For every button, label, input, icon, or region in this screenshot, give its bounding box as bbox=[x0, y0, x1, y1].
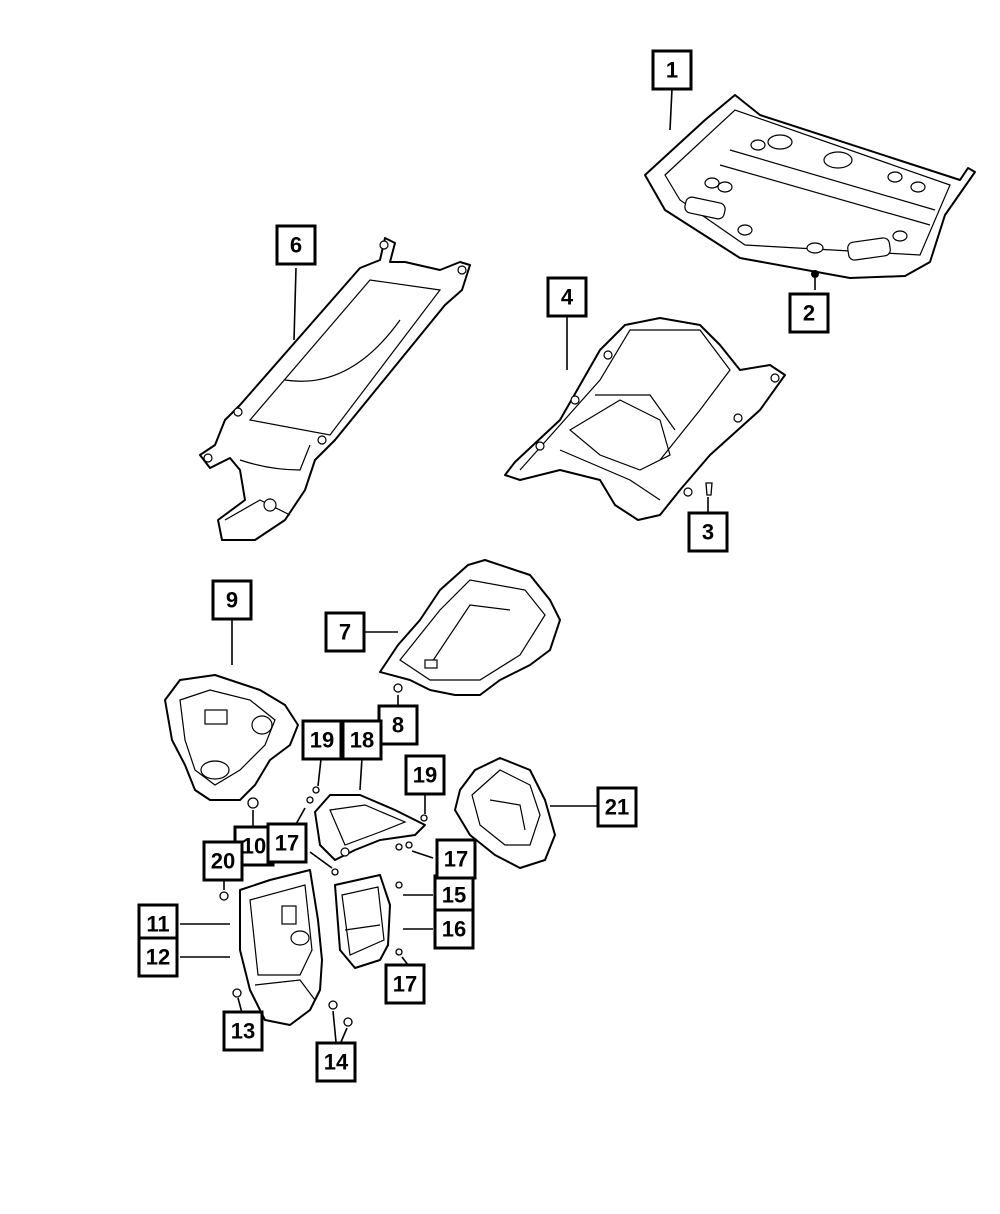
callout-16: 16 bbox=[433, 908, 475, 950]
fastener-group bbox=[219, 786, 428, 1027]
callout-label: 9 bbox=[226, 588, 238, 613]
callout-label: 1 bbox=[666, 58, 678, 83]
bolt-part-3 bbox=[705, 482, 713, 496]
callout-label: 17 bbox=[393, 972, 417, 997]
manifold-shield-part-9 bbox=[164, 674, 299, 801]
callout-14: 14 bbox=[315, 1041, 357, 1083]
callout-3: 3 bbox=[687, 511, 729, 553]
lower-shield-part-11-12 bbox=[239, 869, 323, 1026]
callout-12: 12 bbox=[137, 936, 179, 978]
callout-label: 12 bbox=[146, 945, 170, 970]
heat-shield-part-7 bbox=[379, 559, 561, 696]
callout-label: 21 bbox=[605, 795, 629, 820]
lower-shield-part-15-16 bbox=[334, 874, 391, 969]
callout-label: 19 bbox=[413, 763, 437, 788]
heat-shield-part-6 bbox=[199, 237, 471, 541]
callout-6: 6 bbox=[275, 224, 317, 266]
callout-label: 17 bbox=[275, 831, 299, 856]
callout-label: 13 bbox=[231, 1019, 255, 1044]
heat-shield-part-18 bbox=[314, 794, 426, 861]
callout-label: 17 bbox=[444, 847, 468, 872]
callout-label: 18 bbox=[350, 728, 374, 753]
bolt-part-16 bbox=[395, 948, 403, 956]
nut-part-2 bbox=[811, 270, 819, 278]
nut-part-8 bbox=[393, 683, 403, 693]
callout-label: 15 bbox=[442, 883, 466, 908]
callout-label: 14 bbox=[324, 1050, 349, 1075]
callout-20: 20 bbox=[202, 840, 244, 882]
callout-label: 8 bbox=[392, 713, 404, 738]
callout-2: 2 bbox=[788, 292, 830, 334]
callout-17-left: 17 bbox=[266, 822, 308, 864]
callout-1: 1 bbox=[651, 49, 693, 91]
bolt-part-17-a bbox=[306, 796, 314, 804]
nut-part-19-left bbox=[312, 786, 320, 794]
callout-label: 7 bbox=[339, 620, 351, 645]
heat-shield-part-21 bbox=[454, 757, 556, 869]
callout-label: 3 bbox=[702, 520, 714, 545]
callout-17-bottom: 17 bbox=[384, 963, 426, 1005]
callout-13: 13 bbox=[222, 1010, 264, 1052]
bolt-part-15 bbox=[395, 881, 403, 889]
bolt-part-17-b bbox=[331, 868, 339, 876]
callout-17-right: 17 bbox=[435, 838, 477, 880]
callout-15: 15 bbox=[433, 874, 475, 916]
bolt-part-14-a bbox=[328, 1000, 338, 1010]
heat-shield-part-1 bbox=[644, 94, 976, 279]
callout-19-right: 19 bbox=[404, 754, 446, 796]
bolt-part-17-d bbox=[405, 841, 413, 849]
bolt-part-13 bbox=[232, 988, 242, 998]
bolt-part-17-c bbox=[395, 843, 403, 851]
nut-part-10 bbox=[247, 797, 259, 809]
callout-18: 18 bbox=[341, 719, 383, 761]
callout-21: 21 bbox=[596, 786, 638, 828]
bolt-part-20 bbox=[219, 891, 229, 901]
callout-label: 10 bbox=[242, 834, 266, 859]
callout-4: 4 bbox=[546, 276, 588, 318]
bolt-part-14-b bbox=[343, 1017, 353, 1027]
callout-label: 6 bbox=[290, 233, 302, 258]
callout-label: 20 bbox=[211, 849, 235, 874]
callout-label: 16 bbox=[442, 917, 466, 942]
leader-lines bbox=[180, 88, 816, 1043]
heat-shield-part-4 bbox=[504, 317, 786, 521]
callout-label: 11 bbox=[146, 912, 169, 937]
callout-9: 9 bbox=[211, 579, 253, 621]
nut-part-19-right bbox=[420, 814, 428, 822]
callout-8: 8 bbox=[377, 704, 419, 746]
callout-label: 19 bbox=[310, 728, 334, 753]
callout-label: 2 bbox=[803, 301, 815, 326]
callout-19-left: 19 bbox=[301, 719, 343, 761]
callout-7: 7 bbox=[324, 611, 366, 653]
callout-label: 4 bbox=[561, 285, 574, 310]
